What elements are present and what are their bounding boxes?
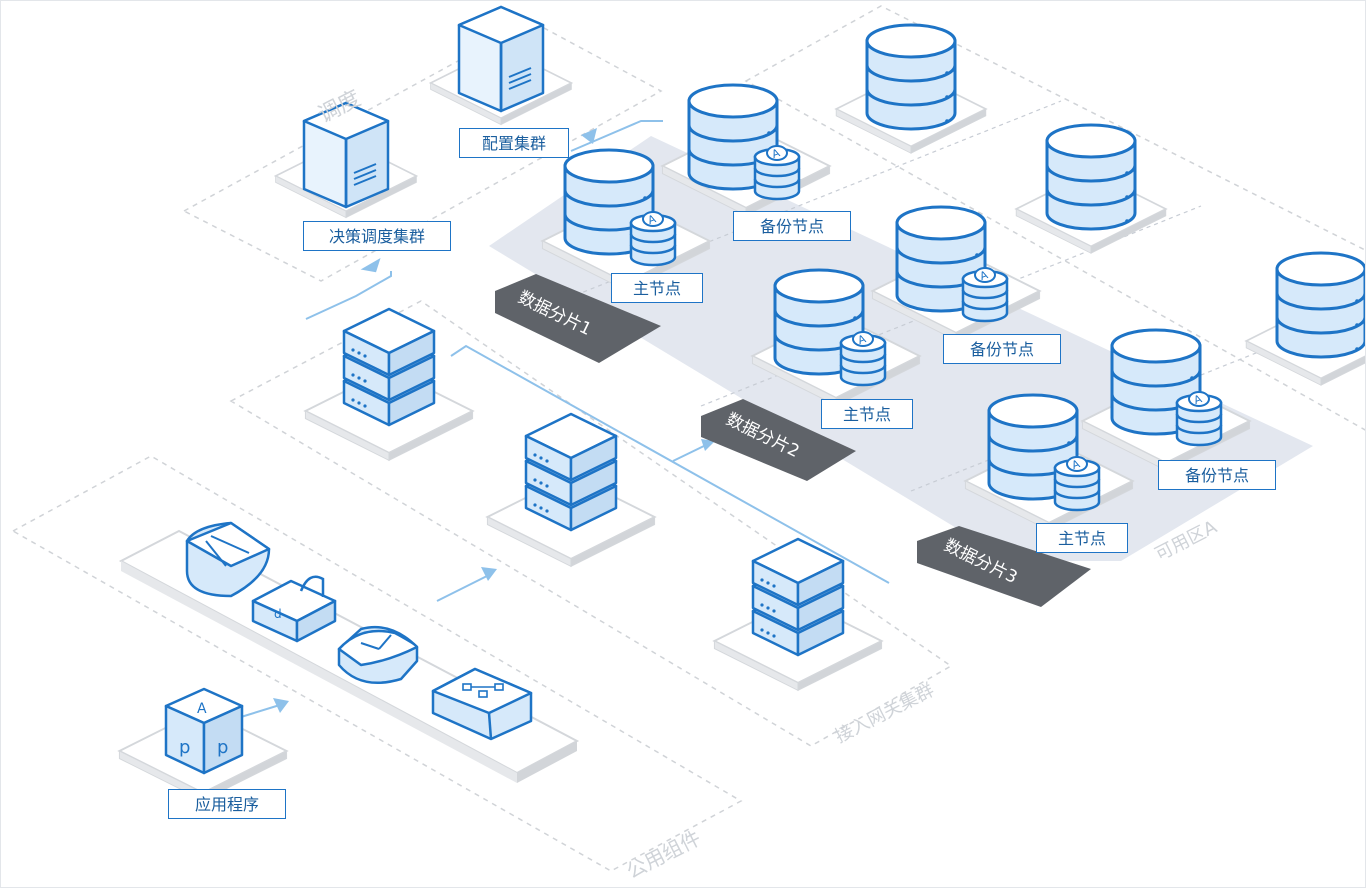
gateway-stack-3-icon bbox=[751, 537, 845, 657]
svg-text:d: d bbox=[274, 607, 282, 621]
zone-title-gateway: 接入网关集群 bbox=[832, 680, 938, 748]
svg-text:A: A bbox=[197, 701, 207, 717]
database-icon bbox=[1275, 251, 1365, 359]
gateway-stack-1-icon bbox=[342, 307, 436, 427]
database-icon bbox=[865, 23, 957, 131]
component-lock-icon: d bbox=[251, 575, 337, 643]
decision-server-icon bbox=[302, 101, 390, 209]
decision-cluster-label: 决策调度集群 bbox=[303, 221, 451, 251]
config-server-icon bbox=[457, 5, 545, 113]
component-network-icon bbox=[431, 667, 533, 741]
shard-3-backup-label: 备份节点 bbox=[1158, 460, 1276, 490]
shard-2-backup-label: 备份节点 bbox=[943, 334, 1061, 364]
shard-1-primary-label: 主节点 bbox=[611, 273, 703, 303]
config-cluster-label: 配置集群 bbox=[459, 128, 569, 158]
svg-text:p: p bbox=[217, 737, 228, 758]
svg-text:p: p bbox=[179, 737, 190, 758]
zone-title-common: 公用组件 bbox=[622, 826, 704, 884]
component-chart-icon bbox=[185, 521, 271, 598]
database-icon bbox=[1045, 123, 1137, 231]
flow-lines bbox=[240, 120, 890, 718]
application-cube-icon: A p p bbox=[164, 687, 244, 775]
application-label: 应用程序 bbox=[168, 789, 286, 819]
shard-2-primary-label: 主节点 bbox=[821, 399, 913, 429]
gateway-stack-2-icon bbox=[524, 412, 618, 532]
shard-1-backup-label: 备份节点 bbox=[733, 211, 851, 241]
component-gauge-icon bbox=[337, 625, 419, 685]
shard-3-primary-label: 主节点 bbox=[1036, 523, 1128, 553]
